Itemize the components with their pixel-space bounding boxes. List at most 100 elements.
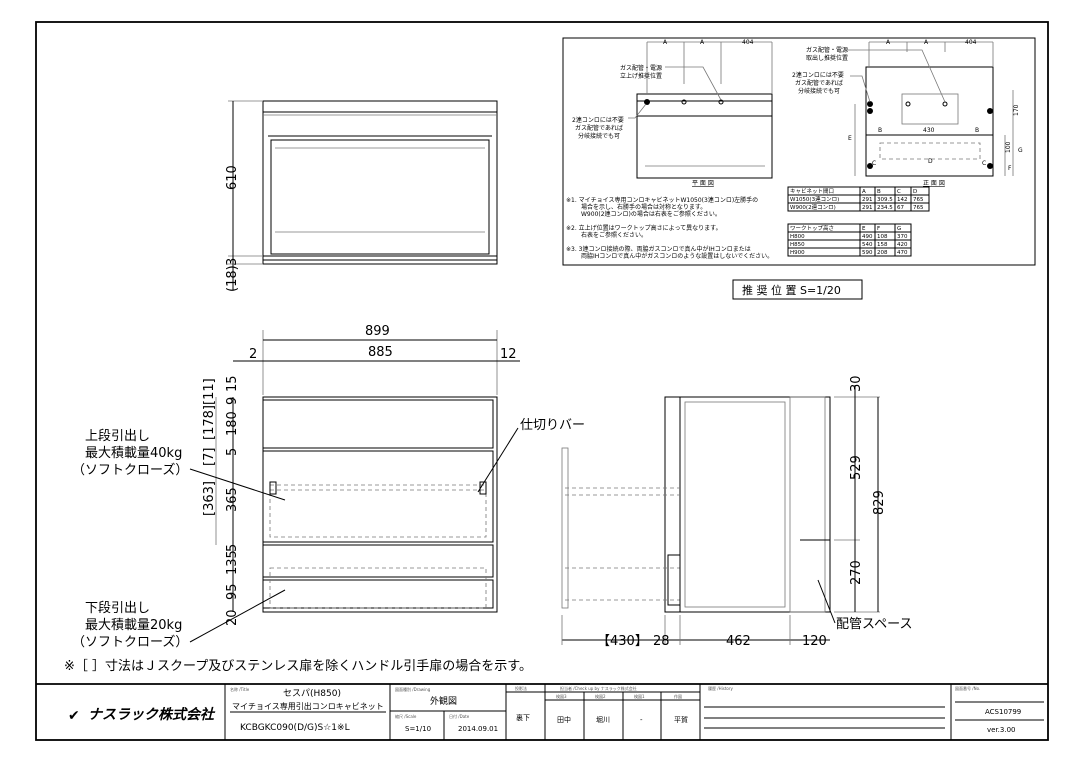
svg-text:履歴 /History: 履歴 /History xyxy=(708,685,733,691)
table-value: 234.5 xyxy=(877,205,893,211)
dim-180: 180 xyxy=(225,411,240,436)
inset-plan-title: 平 面 図 xyxy=(692,180,714,187)
dim-bracket-7: [7] xyxy=(202,448,217,466)
svg-text:※1. マイチョイス専用コンロキャビネットW1050(3連コ: ※1. マイチョイス専用コンロキャビネットW1050(3連コンロ)左勝手の xyxy=(566,196,758,204)
table-value: 142 xyxy=(897,197,908,203)
table-value: W900(2連コンロ) xyxy=(790,203,836,211)
dim-5a: 5 xyxy=(225,448,240,456)
side-dim-829: 829 xyxy=(872,490,887,515)
svg-text:作図: 作図 xyxy=(674,693,682,699)
svg-text:検図2: 検図2 xyxy=(595,693,606,699)
table-header: ワークトップ高さ xyxy=(790,224,834,232)
table-value: 490 xyxy=(862,234,873,240)
svg-text:最大積載量40kg: 最大積載量40kg xyxy=(85,446,182,461)
table-value: 765 xyxy=(913,197,924,203)
svg-text:両脇IHコンロで真ん中がガスコンロのような設置はしないでくだ: 両脇IHコンロで真ん中がガスコンロのような設置はしないでください。 xyxy=(581,252,773,260)
dim-365: 365 xyxy=(225,487,240,512)
svg-text:図面番号 /No.: 図面番号 /No. xyxy=(955,685,980,691)
table-header: C xyxy=(897,189,901,195)
svg-text:分岐接続でも可: 分岐接続でも可 xyxy=(798,87,840,95)
svg-text:上段引出し: 上段引出し xyxy=(85,429,150,444)
dim-bracket-178: [178] xyxy=(202,405,217,440)
svg-text:170: 170 xyxy=(1013,104,1020,116)
dim-20: 20 xyxy=(225,609,240,626)
svg-text:ガス配管・電源: ガス配管・電源 xyxy=(620,64,662,72)
inset-caption: 推 奨 位 置 S=1/20 xyxy=(742,283,841,297)
projection-method: 裏下 xyxy=(516,713,530,722)
side-dim-430: 【430】 xyxy=(597,634,648,649)
svg-text:名称 /Title: 名称 /Title xyxy=(230,686,250,692)
scale: S=1/10 xyxy=(405,725,431,733)
table-value: H850 xyxy=(790,242,805,248)
svg-text:404: 404 xyxy=(965,39,977,46)
svg-text:A: A xyxy=(663,39,668,46)
svg-text:F: F xyxy=(1008,165,1012,172)
svg-text:C: C xyxy=(982,160,986,167)
table-header: G xyxy=(897,226,901,232)
table-value: 291 xyxy=(862,197,873,203)
model-number: KCBGKC090(D/G)S☆1※L xyxy=(240,723,350,733)
svg-text:検図1: 検図1 xyxy=(634,693,645,699)
bracket-note: ※［ ］寸法はＪスクープ及びステンレス扉を除くハンドル引手扉の場合を示す。 xyxy=(64,658,532,674)
table-value: 765 xyxy=(913,205,924,211)
date: 2014.09.01 xyxy=(458,725,498,733)
svg-text:堀川: 堀川 xyxy=(596,715,610,724)
table-value: 590 xyxy=(862,250,873,256)
company-name: ナスラック株式会社 xyxy=(88,706,216,723)
plan-gap-dim: 3 xyxy=(225,258,240,266)
table-value: 158 xyxy=(877,242,888,248)
drawing-type: 外観図 xyxy=(430,695,457,707)
side-dim-529: 529 xyxy=(849,455,864,480)
side-dim-462: 462 xyxy=(726,634,751,649)
svg-text:最大積載量20kg: 最大積載量20kg xyxy=(85,618,182,633)
table-value: 291 xyxy=(862,205,873,211)
table-header: B xyxy=(877,189,881,195)
sheet-border xyxy=(35,21,1049,741)
front-left-offset: 2 xyxy=(249,347,257,362)
svg-text:分岐接続でも可: 分岐接続でも可 xyxy=(578,132,620,140)
drawing-number: ACS10799 xyxy=(985,708,1021,716)
svg-text:田中: 田中 xyxy=(557,715,571,724)
svg-text:場合を示し、右勝手の場合は対称となります。: 場合を示し、右勝手の場合は対称となります。 xyxy=(581,203,706,211)
front-view: 899 885 2 12 15 9 180 5 365 5 135 95 20 … xyxy=(72,324,585,650)
side-dim-270: 270 xyxy=(849,560,864,585)
table-value: H900 xyxy=(790,250,805,256)
svg-text:2連コンロには不要: 2連コンロには不要 xyxy=(792,71,844,79)
table-value: 208 xyxy=(877,250,888,256)
table-value: H800 xyxy=(790,234,805,240)
svg-text:（ソフトクローズ）: （ソフトクローズ） xyxy=(72,634,188,650)
table-value: 470 xyxy=(897,250,908,256)
side-dim-120: 120 xyxy=(802,634,827,649)
table-header: A xyxy=(862,189,866,195)
dim-15: 15 xyxy=(225,375,240,392)
svg-text:立上げ推奨位置: 立上げ推奨位置 xyxy=(620,72,662,80)
plan-depth-dim: 610 xyxy=(225,165,240,190)
svg-text:検図3: 検図3 xyxy=(556,693,567,699)
table-header: キャビネット間口 xyxy=(790,187,834,195)
svg-text:B: B xyxy=(975,127,979,134)
svg-text:ガス配管・電源: ガス配管・電源 xyxy=(806,46,848,54)
table-header: F xyxy=(877,226,880,232)
company-logo: ✔ ナスラック株式会社 xyxy=(68,706,216,724)
table-value: 108 xyxy=(877,234,888,240)
plan-view: 610 3 (18) xyxy=(225,100,498,292)
svg-text:2連コンロには不要: 2連コンロには不要 xyxy=(572,116,624,124)
swallow-logo-icon: ✔ xyxy=(68,708,80,724)
dim-9: 9 xyxy=(225,397,240,405)
svg-text:D: D xyxy=(928,158,933,165)
dim-bracket-11: [11] xyxy=(202,378,217,405)
svg-text:担当者 /Check up by ナスラック株式会社: 担当者 /Check up by ナスラック株式会社 xyxy=(560,685,637,691)
dim-5b: 5 xyxy=(225,544,240,552)
lower-drawer-label: 下段引出し 最大積載量20kg （ソフトクローズ） xyxy=(72,589,286,650)
dim-bracket-363: [363] xyxy=(202,481,217,516)
table-value: 540 xyxy=(862,242,873,248)
upper-drawer-label: 上段引出し 最大積載量40kg （ソフトクローズ） xyxy=(72,429,286,501)
svg-text:C: C xyxy=(872,160,876,167)
table-header: E xyxy=(862,226,866,232)
table-value: 67 xyxy=(897,205,904,211)
svg-text:日付 /Date: 日付 /Date xyxy=(449,713,470,719)
svg-text:仕切りバー: 仕切りバー xyxy=(520,418,585,433)
plan-extra-dim: (18) xyxy=(225,265,240,292)
